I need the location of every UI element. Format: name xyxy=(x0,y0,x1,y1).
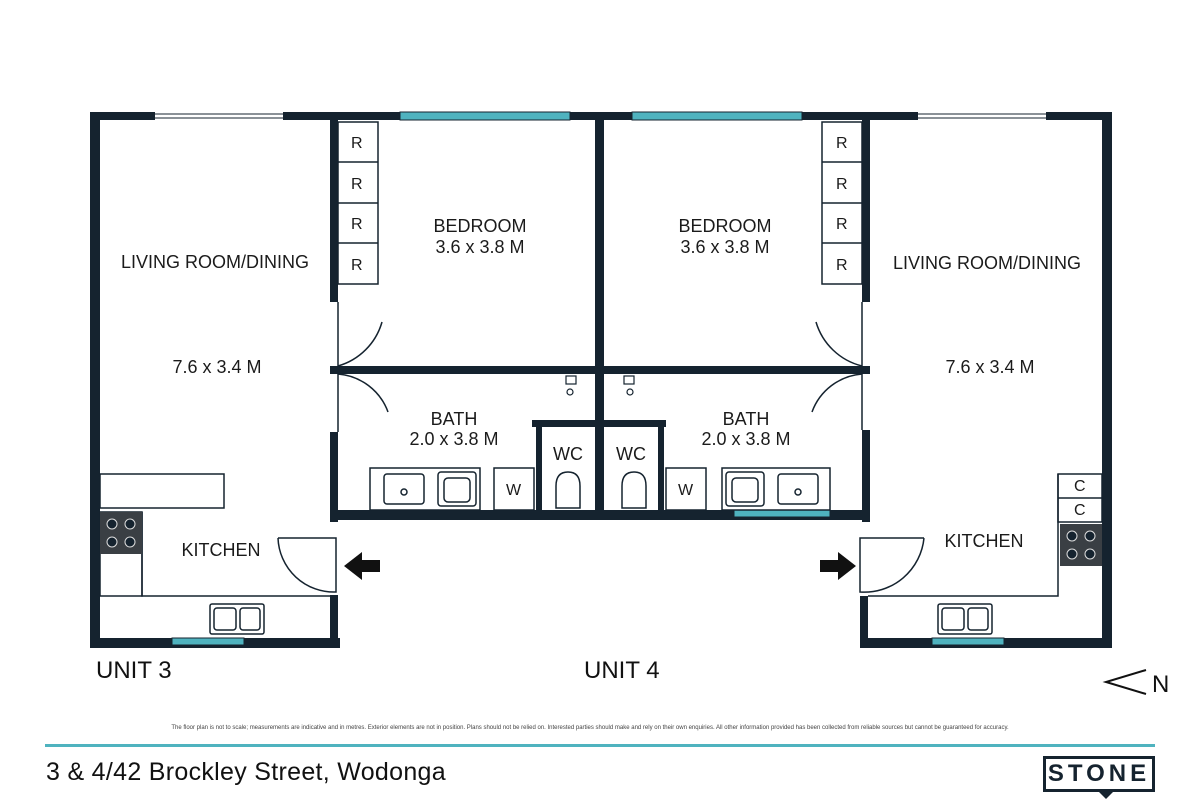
bath-fixtures-unit4 xyxy=(665,467,831,511)
room-name-unit4-living: LIVING ROOM/DINING xyxy=(893,253,1081,273)
footer-rule xyxy=(45,744,1155,747)
room-size-unit4-living: 7.6 x 3.4 M xyxy=(945,357,1034,377)
room-name-unit4-bedroom: BEDROOM xyxy=(678,216,771,236)
stone-logo: STONE xyxy=(1043,756,1155,799)
door-swing-icon xyxy=(277,302,925,593)
room-name-unit4-bath: BATH xyxy=(723,409,770,429)
north-label: N xyxy=(1152,671,1169,698)
robe-label: R xyxy=(836,257,848,274)
room-size-unit3-bedroom: 3.6 x 3.8 M xyxy=(435,237,524,257)
room-size-unit3-living: 7.6 x 3.4 M xyxy=(172,357,261,377)
disclaimer-text: The floor plan is not to scale; measurem… xyxy=(171,725,1009,731)
property-address: 3 & 4/42 Brockley Street, Wodonga xyxy=(46,758,446,786)
cooktop-icon xyxy=(100,512,142,554)
robe-label: R xyxy=(836,135,848,152)
sliding-doors xyxy=(155,112,1046,120)
robe-cabinets-unit4 xyxy=(821,121,863,285)
shower-icon xyxy=(565,375,635,396)
cupboard-label: C xyxy=(1074,478,1086,495)
room-size-unit4-bath: 2.0 x 3.8 M xyxy=(701,429,790,449)
walls xyxy=(90,112,1112,648)
room-name-unit3-bath: BATH xyxy=(431,409,478,429)
cooktop-icon xyxy=(1060,524,1102,566)
room-size-unit4-bedroom: 3.6 x 3.8 M xyxy=(680,237,769,257)
washer-label: W xyxy=(506,482,522,499)
washer-label: W xyxy=(678,482,694,499)
room-name-unit3-living: LIVING ROOM/DINING xyxy=(121,252,309,272)
unit-label-3: UNIT 3 xyxy=(96,657,172,684)
toilet-icon xyxy=(621,471,647,509)
sink-icon xyxy=(937,603,993,635)
robe-label: R xyxy=(351,176,363,193)
north-arrow-icon xyxy=(1102,669,1147,695)
room-name-unit4-wc: WC xyxy=(616,444,646,464)
cupboard-label: C xyxy=(1074,502,1086,519)
robe-cabinets-unit3 xyxy=(337,121,379,285)
floor-plan: R R R R R R R R W W xyxy=(90,111,1169,698)
unit-label-4: UNIT 4 xyxy=(584,657,660,684)
room-name-unit3-bedroom: BEDROOM xyxy=(433,216,526,236)
bath-fixtures-unit3 xyxy=(369,467,535,511)
robe-label: R xyxy=(836,176,848,193)
toilet-icon xyxy=(555,471,581,509)
robe-label: R xyxy=(836,216,848,233)
robe-label: R xyxy=(351,257,363,274)
room-name-unit4-kitchen: KITCHEN xyxy=(944,531,1023,551)
logo-tail xyxy=(1096,789,1116,799)
sink-icon xyxy=(209,603,265,635)
windows xyxy=(171,111,1005,646)
logo-text: STONE xyxy=(1047,760,1151,787)
room-name-unit3-kitchen: KITCHEN xyxy=(181,540,260,560)
robe-label: R xyxy=(351,135,363,152)
robe-label: R xyxy=(351,216,363,233)
entry-arrow-icon xyxy=(344,552,856,580)
room-size-unit3-bath: 2.0 x 3.8 M xyxy=(409,429,498,449)
room-name-unit3-wc: WC xyxy=(553,444,583,464)
